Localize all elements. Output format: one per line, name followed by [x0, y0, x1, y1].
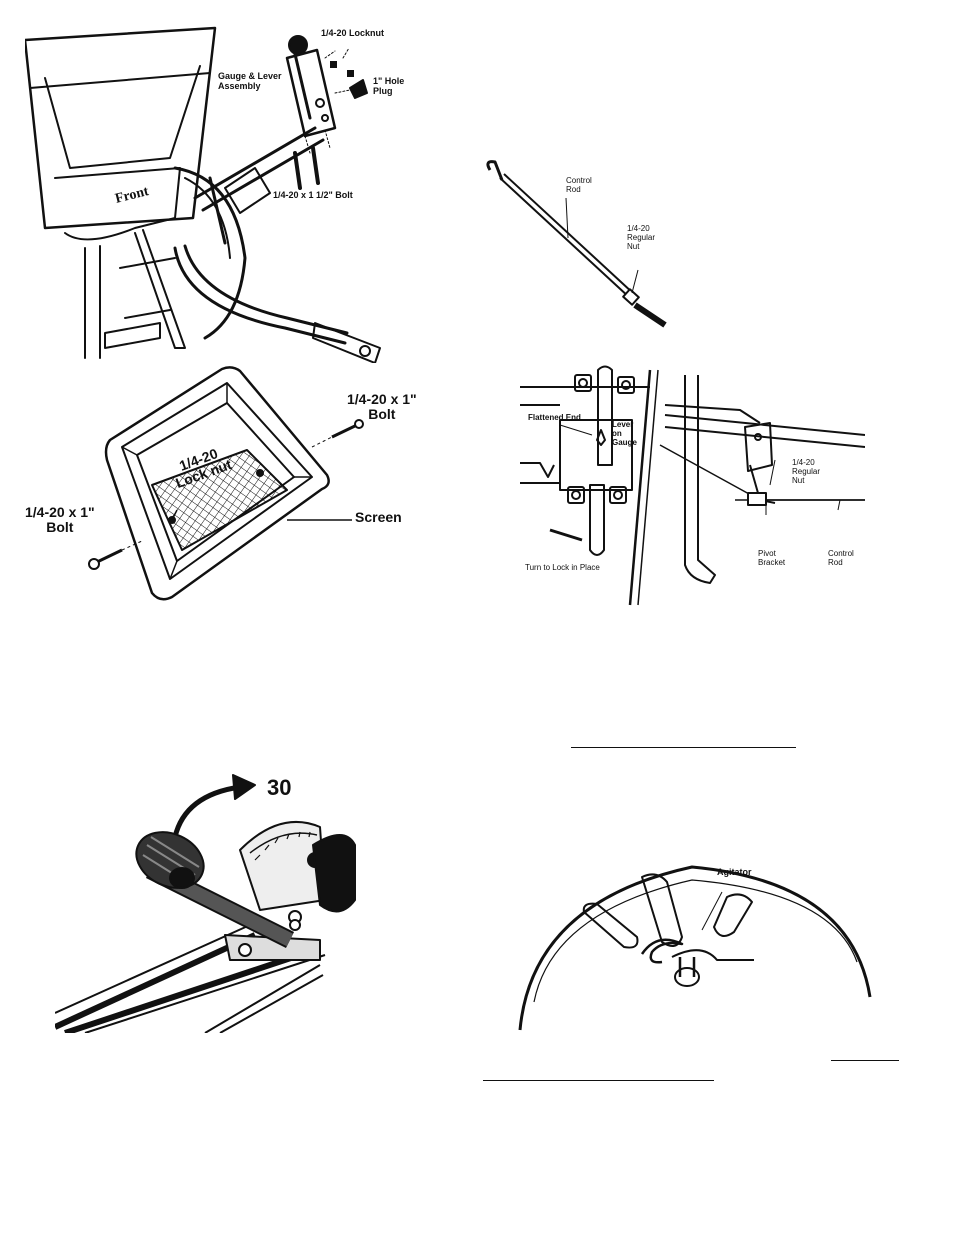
lever-detail-figure: Flattened End Lever on Gauge 1/4-20 Regu…: [520, 365, 865, 610]
label-turn-to-lock: Turn to Lock in Place: [525, 563, 600, 572]
label-hole-plug: 1" Hole Plug: [373, 76, 405, 96]
lever-detail-drawing: [520, 365, 865, 606]
agitator-figure: Agitator: [512, 862, 872, 1032]
label-screen: Screen: [355, 509, 402, 525]
agitator-drawing: [518, 865, 872, 1031]
label-gauge-lever-assembly: Gauge & Lever Assembly: [218, 71, 282, 91]
label-agitator: Agitator: [717, 867, 752, 877]
label-locknut: 1/4-20 Locknut: [321, 28, 385, 38]
gauge-dial-figure: 30: [55, 765, 410, 1033]
control-rod-figure: Control Rod 1/4-20 Regular Nut: [470, 150, 692, 340]
label-bolt-left: 1/4-20 x 1" Bolt: [25, 504, 95, 535]
label-setting-30: 30: [267, 775, 292, 800]
underline-2: [831, 1060, 899, 1061]
spreader-assembly-figure: 1/4-20 Locknut Gauge & Lever Assembly 1"…: [25, 18, 425, 363]
gauge-dial-drawing: [55, 774, 356, 1033]
label-bolt-1-5: 1/4-20 x 1 1/2" Bolt: [273, 190, 353, 200]
hopper-screen-drawing: [88, 366, 364, 601]
label-control-rod-detail: Control Rod: [828, 549, 854, 567]
label-control-rod: Control Rod: [566, 176, 592, 194]
label-flattened-end: Flattened End: [528, 413, 581, 422]
spreader-assembly-drawing: [25, 26, 381, 363]
label-regular-nut: 1/4-20 Regular Nut: [627, 224, 656, 251]
label-bolt-right: 1/4-20 x 1" Bolt: [347, 391, 417, 422]
label-lever-on-gauge: Lever on Gauge: [612, 420, 637, 447]
label-pivot-bracket: Pivot Bracket: [758, 549, 786, 567]
underline-3: [483, 1080, 714, 1081]
hopper-screen-figure: 1/4-20 x 1" Bolt 1/4-20 Lock nut 1/4-20 …: [22, 365, 427, 603]
label-regular-nut-detail: 1/4-20 Regular Nut: [792, 458, 821, 485]
control-rod-drawing: [486, 160, 669, 328]
underline-1: [571, 747, 796, 748]
